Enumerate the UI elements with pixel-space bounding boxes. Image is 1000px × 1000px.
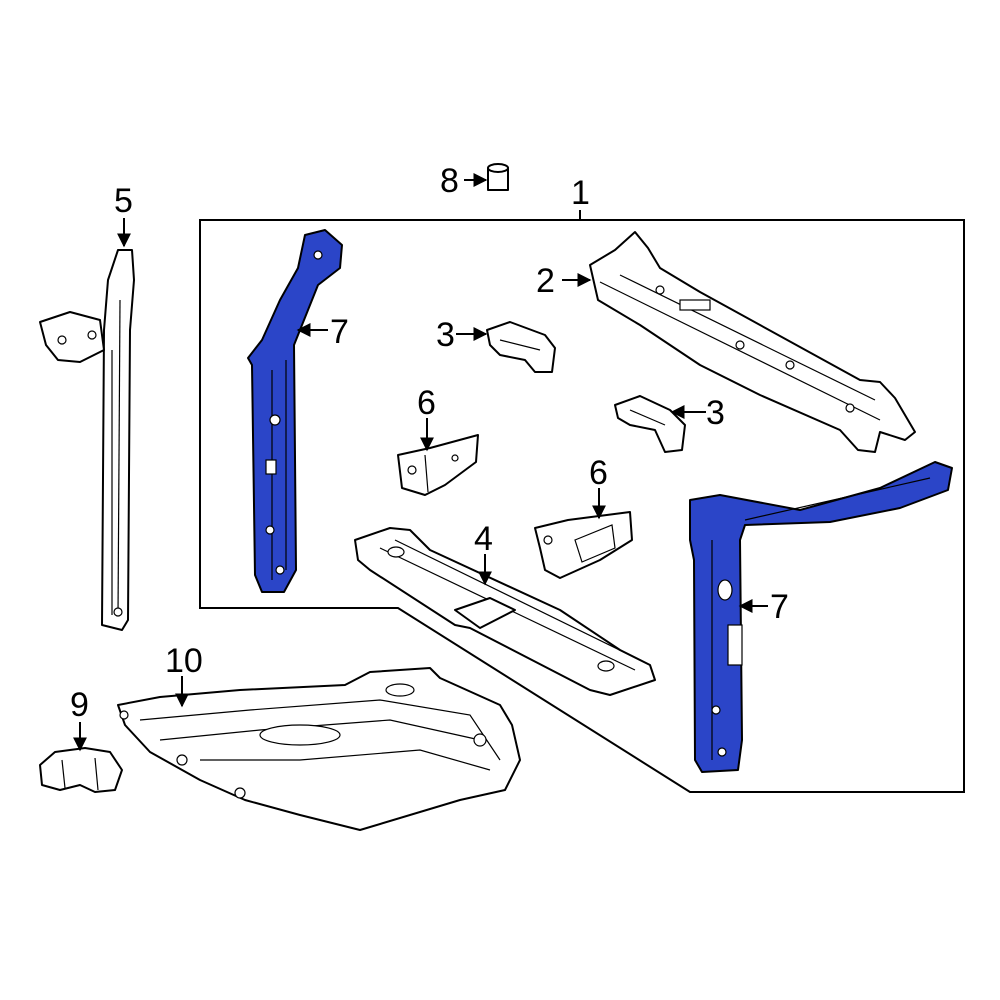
part-7-left-side-member bbox=[247, 229, 343, 593]
assembly-outline bbox=[199, 219, 965, 793]
part-7-right-side-member bbox=[689, 461, 953, 773]
callout-7-right: 7 bbox=[770, 588, 789, 626]
callout-4: 4 bbox=[474, 520, 493, 558]
part-4-lower-crossmember bbox=[354, 527, 656, 696]
callout-3-upper: 3 bbox=[436, 316, 455, 354]
part-9-bracket bbox=[39, 747, 123, 793]
callout-6-left: 6 bbox=[417, 384, 436, 422]
part-10-undercover bbox=[117, 667, 521, 831]
callout-6-right: 6 bbox=[589, 454, 608, 492]
callout-1: 1 bbox=[571, 174, 590, 212]
callout-8: 8 bbox=[440, 162, 459, 200]
part-3-upper-bracket bbox=[486, 321, 556, 373]
callout-2: 2 bbox=[536, 262, 555, 300]
part-8-bushing bbox=[487, 163, 509, 191]
callout-10: 10 bbox=[165, 642, 203, 680]
part-3-lower-bracket bbox=[614, 395, 686, 453]
callout-7-left: 7 bbox=[330, 313, 349, 351]
part-5-vertical-support bbox=[39, 249, 135, 631]
part-6-left-bracket bbox=[397, 434, 479, 496]
part-6-right-bracket bbox=[534, 511, 633, 579]
callout-9: 9 bbox=[70, 686, 89, 724]
callout-3-lower: 3 bbox=[706, 394, 725, 432]
part-2-upper-crossmember bbox=[589, 231, 916, 453]
callout-5: 5 bbox=[114, 182, 133, 220]
